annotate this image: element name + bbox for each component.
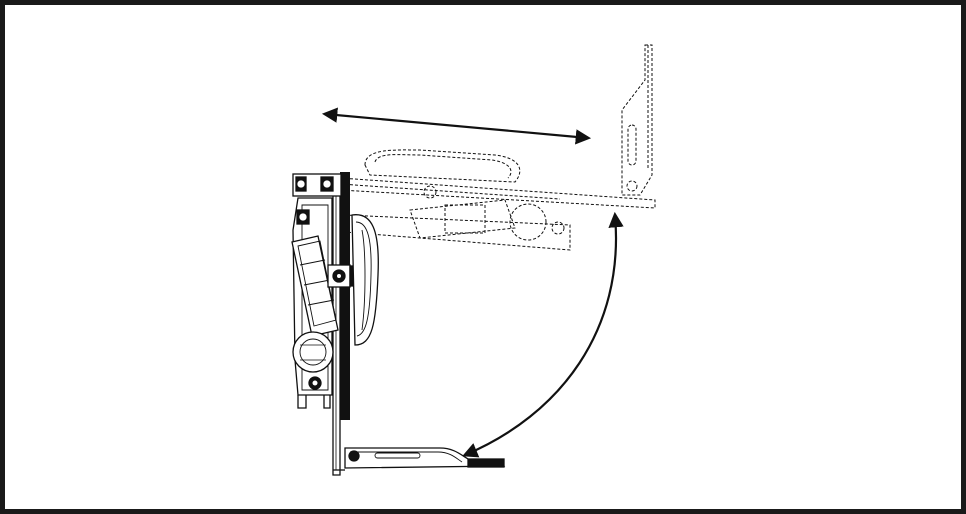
folded-actuator — [291, 235, 339, 337]
mounting-plate — [340, 172, 350, 420]
extended-calf-pad — [364, 149, 521, 183]
horizontal-travel-arrow — [321, 107, 592, 145]
extended-position — [339, 44, 656, 251]
extended-actuator — [409, 199, 516, 239]
actuator-motor — [292, 331, 334, 373]
folded-position — [291, 172, 506, 476]
extended-arm — [339, 177, 656, 209]
fold-rotation-arrow — [462, 211, 624, 458]
